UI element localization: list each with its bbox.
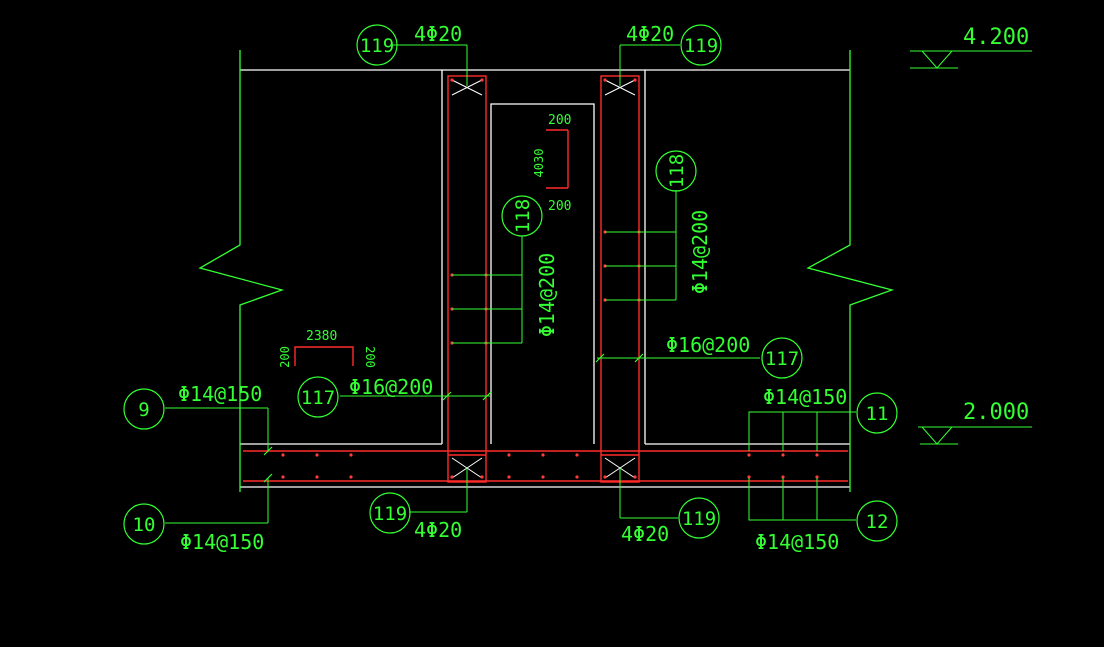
callout-117-right: 117 xyxy=(765,348,799,370)
callout-118-left: 118 xyxy=(512,199,534,233)
elevation-mid: 2.000 xyxy=(963,400,1029,425)
spec-117-left: Φ16@200 xyxy=(349,375,433,399)
spec-12: Φ14@150 xyxy=(755,530,839,554)
spec-10: Φ14@150 xyxy=(180,530,264,554)
callout-circle-12 xyxy=(856,500,898,542)
callout-circle-10 xyxy=(123,503,165,545)
callout-10: 10 xyxy=(133,514,156,536)
leader-lines xyxy=(165,44,1032,524)
callout-119-bottom-right: 119 xyxy=(682,508,716,530)
spec-outer-wall: Φ14@200 xyxy=(688,210,712,294)
callout-9: 9 xyxy=(138,399,149,421)
callout-circle-119-top-right xyxy=(680,24,722,66)
spec-9: Φ14@150 xyxy=(178,382,262,406)
callout-circle-9 xyxy=(123,388,165,430)
callout-circle-11 xyxy=(856,392,898,434)
callout-119-bottom-left: 119 xyxy=(373,503,407,525)
shape118-length-dim: 4030 xyxy=(532,149,546,178)
callout-circle-117-left xyxy=(297,376,339,418)
callout-circle-118-left xyxy=(501,195,543,237)
shape117-top-dim: 2380 xyxy=(306,329,337,344)
spec-4phi20-top-left: 4Φ20 xyxy=(414,22,462,46)
spec-11: Φ14@150 xyxy=(763,385,847,409)
shape117-right-dim: 200 xyxy=(363,346,377,368)
annotation-texts: 119 119 119 119 117 117 9 10 11 12 118 1… xyxy=(133,22,1030,554)
callout-119-top-right: 119 xyxy=(684,35,718,57)
spec-4phi20-bottom-right: 4Φ20 xyxy=(621,522,669,546)
leader-ticks xyxy=(263,353,644,483)
callout-12: 12 xyxy=(866,511,889,533)
spec-117-right: Φ16@200 xyxy=(666,333,750,357)
break-lines xyxy=(198,50,895,492)
shape118-top-dim: 200 xyxy=(548,113,571,128)
callout-circle-118-right xyxy=(655,150,697,192)
callout-circle-119-top-left xyxy=(356,24,398,66)
callout-118-right: 118 xyxy=(666,154,688,188)
rebar-dots xyxy=(281,78,819,479)
callout-circle-119-bottom-right xyxy=(678,497,720,539)
callout-119-top-left: 119 xyxy=(360,35,394,57)
callout-circle-117-right xyxy=(761,337,803,379)
callout-117-left: 117 xyxy=(301,387,335,409)
concrete-outline xyxy=(240,69,850,488)
shape117-left-dim: 200 xyxy=(278,346,292,368)
spec-4phi20-bottom-left: 4Φ20 xyxy=(414,518,462,542)
callout-11: 11 xyxy=(866,403,889,425)
callout-circle-119-bottom-left xyxy=(369,492,411,534)
elevation-top: 4.200 xyxy=(963,25,1029,50)
spec-4phi20-top-right: 4Φ20 xyxy=(626,22,674,46)
shape118-bottom-dim: 200 xyxy=(548,199,571,214)
spec-inner-wall: Φ14@200 xyxy=(535,253,559,337)
callout-circles xyxy=(123,24,898,545)
